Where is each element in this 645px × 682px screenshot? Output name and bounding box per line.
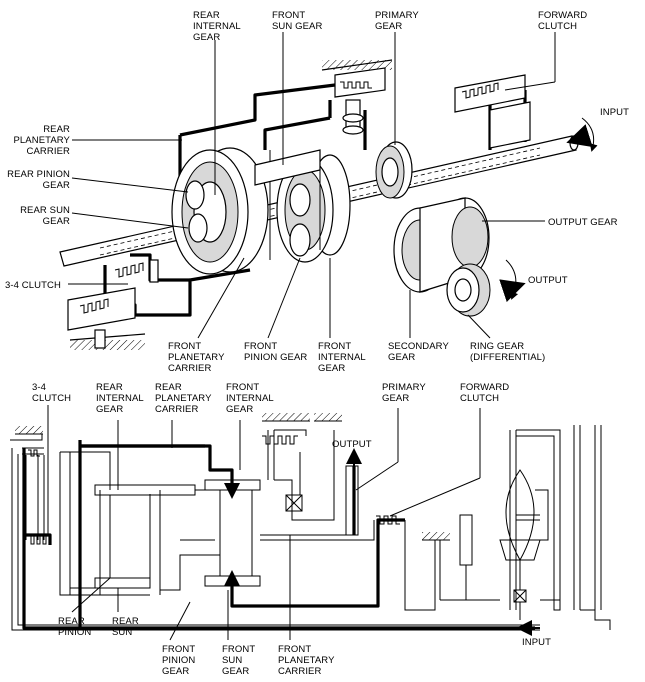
secondary-output-gear xyxy=(393,197,490,293)
rear-planetary-drum xyxy=(171,147,269,275)
forward-clutch xyxy=(454,74,531,149)
clutch-34 xyxy=(67,259,159,350)
label-34-clutch-top: 3-4 CLUTCH xyxy=(5,280,61,291)
label-output-gear-top: OUTPUT GEAR xyxy=(548,217,618,228)
power-flow-path xyxy=(22,440,535,630)
ground-top xyxy=(321,59,393,135)
label-output-top: OUTPUT xyxy=(528,275,568,286)
label-input-top: INPUT xyxy=(600,107,629,118)
ring-gear xyxy=(446,263,491,317)
label-ring-gear-top: RING GEAR(DIFFERENTIAL) xyxy=(470,341,545,363)
primary-gear xyxy=(375,141,413,199)
schematic-clutch-34 xyxy=(28,449,49,545)
label-input-bottom: INPUT xyxy=(522,637,551,648)
front-planetary xyxy=(254,149,351,263)
label-output-bottom: OUTPUT xyxy=(332,439,372,450)
